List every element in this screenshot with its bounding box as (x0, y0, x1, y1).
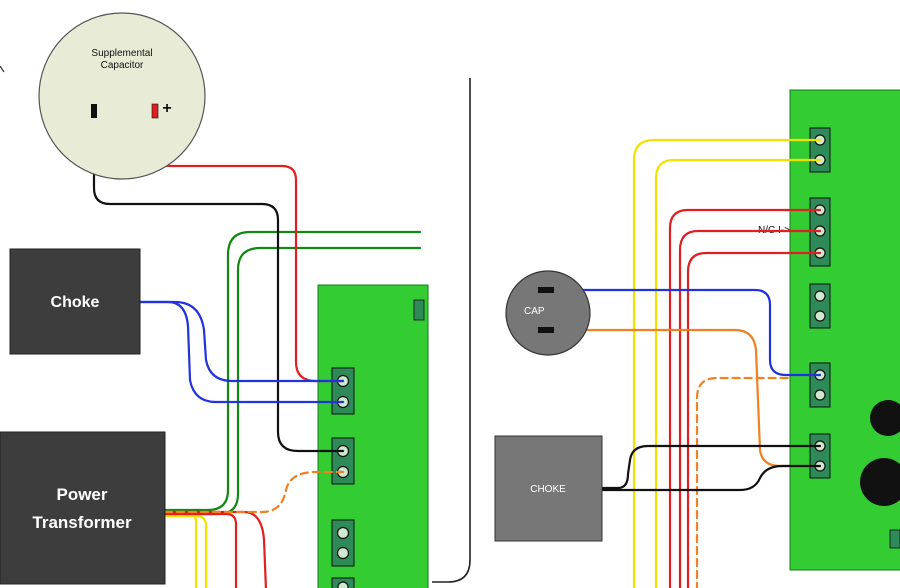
choke: Choke (9, 248, 141, 355)
edge-mark (0, 65, 5, 73)
cap-terminal-top (538, 287, 554, 293)
wire-red-cap (153, 126, 345, 383)
capacitor-plus-sign: + (162, 100, 171, 117)
wire-yellow-r2 (654, 158, 822, 588)
wire-black-cap (92, 116, 345, 453)
wire-orange-r (550, 328, 822, 468)
choke-right-label: CHOKE (530, 484, 566, 495)
supplemental-capacitor: Supplemental Capacitor + (38, 12, 206, 180)
wire-blue-1 (138, 300, 345, 383)
cap-component: CAP (505, 270, 591, 356)
board-corner-terminal (413, 299, 425, 321)
terminal-block-cap-right (809, 362, 831, 408)
wire-orange-dashed-r (695, 376, 792, 588)
terminal-block-lower (331, 519, 355, 567)
choke-label: Choke (51, 294, 100, 311)
wire-red-r2 (678, 229, 822, 588)
wire-yellow-2 (163, 514, 208, 588)
wire-red-r1 (668, 208, 822, 588)
transformer-label-line2: Transformer (32, 513, 132, 532)
capacitor-terminal-positive (151, 103, 159, 119)
wire-blue-2 (138, 300, 345, 404)
capacitor-label-line2: Capacitor (101, 60, 144, 71)
capacitor-terminal-negative (91, 104, 97, 118)
terminal-block-unused (809, 283, 831, 329)
wire-yellow-1 (163, 510, 198, 588)
wire-black-r1 (600, 444, 822, 490)
wire-orange-dashed (163, 470, 345, 514)
wire-red-lower-2 (163, 510, 268, 588)
board-corner-terminal-right (889, 529, 900, 549)
panel-divider (432, 78, 471, 583)
transformer-label-line1: Power (56, 485, 107, 504)
wire-blue-r (550, 288, 822, 377)
power-transformer: Power Transformer (0, 431, 166, 585)
capacitor-label-line1: Supplemental (91, 48, 152, 59)
wire-yellow-r1 (632, 138, 822, 588)
wire-green-1 (163, 230, 422, 512)
terminal-block-bottom (331, 577, 355, 588)
terminal-block-choke (331, 367, 355, 415)
cap-label: CAP (524, 306, 545, 317)
wire-black-r2 (600, 464, 822, 492)
terminal-block-choke-right (809, 433, 831, 479)
right-panel: N/C !-> CAP CHOKE (494, 89, 900, 588)
board-component-round-1 (870, 400, 900, 436)
board-component-round-2 (860, 458, 900, 506)
terminal-block-yellow (809, 127, 831, 173)
terminal-block-cap (331, 437, 355, 485)
cap-terminal-bottom (538, 327, 554, 333)
wire-red-lower-1 (163, 512, 238, 588)
wire-red-r3 (686, 251, 822, 588)
choke-right: CHOKE (494, 435, 603, 542)
left-panel: Supplemental Capacitor + Choke Power Tra… (0, 12, 471, 588)
